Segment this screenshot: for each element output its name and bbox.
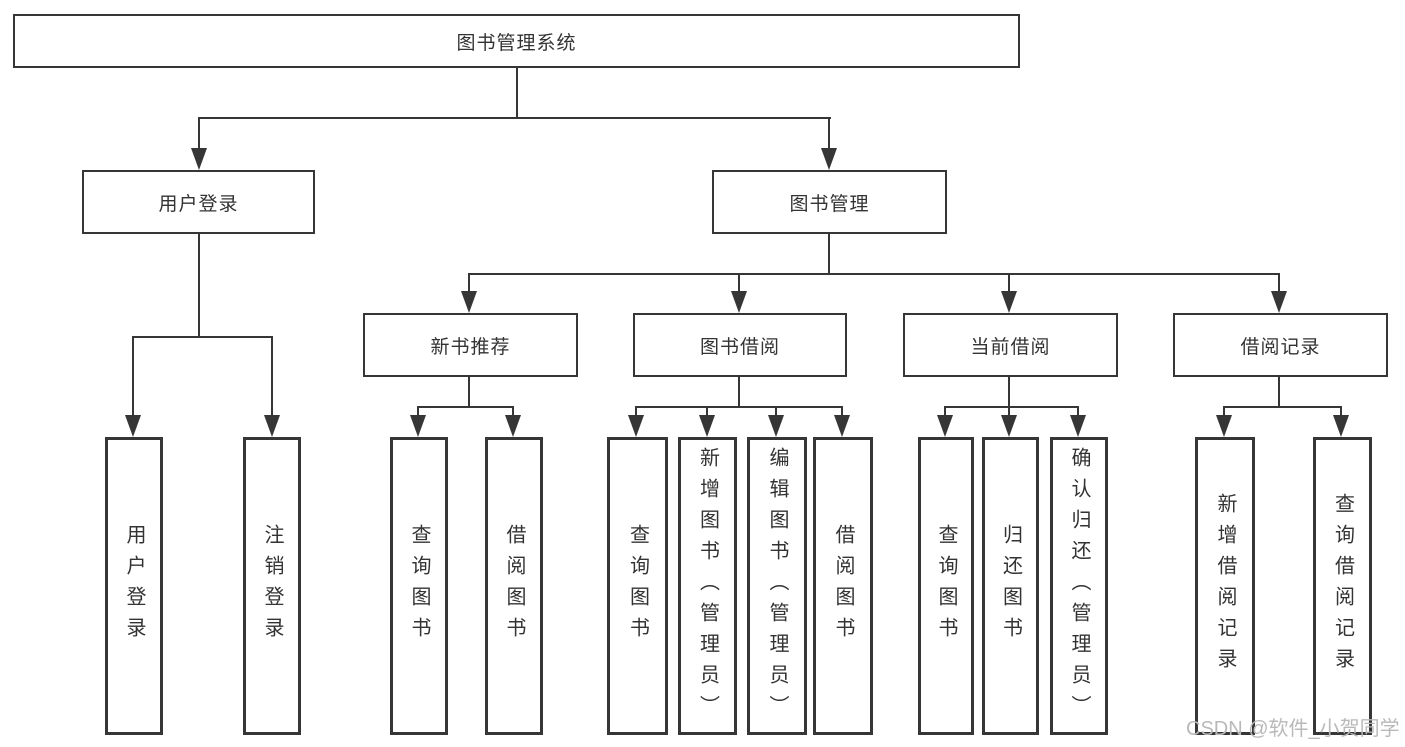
leaf-return-books: 归还图书 xyxy=(982,437,1039,735)
node-borrowing-records: 借阅记录 xyxy=(1173,313,1388,377)
node-user-login: 用户登录 xyxy=(82,170,315,234)
leaf-label: 查询图书 xyxy=(408,524,430,648)
node-label: 图书管理系统 xyxy=(456,32,577,54)
node-label: 用户登录 xyxy=(158,193,239,215)
connector-line xyxy=(132,336,273,338)
connector-line xyxy=(468,377,470,407)
arrowhead-down-icon xyxy=(699,415,715,437)
leaf-label: 确认归还（管理员） xyxy=(1068,446,1090,726)
connector-line xyxy=(635,406,637,417)
arrowhead-down-icon xyxy=(834,415,850,437)
leaf-borrow-books: 借阅图书 xyxy=(485,437,543,735)
connector-line xyxy=(512,406,514,417)
leaf-user-login: 用户登录 xyxy=(105,437,163,735)
connector-line xyxy=(841,406,843,417)
arrowhead-down-icon xyxy=(264,415,280,437)
leaf-logout: 注销登录 xyxy=(243,437,301,735)
connector-line xyxy=(738,273,740,293)
leaf-label: 用户登录 xyxy=(123,524,145,648)
arrowhead-down-icon xyxy=(1001,291,1017,313)
leaf-borrow-books-2: 借阅图书 xyxy=(813,437,873,735)
connector-line xyxy=(132,336,134,417)
node-label: 新书推荐 xyxy=(430,336,511,358)
connector-line xyxy=(1340,406,1342,417)
arrowhead-down-icon xyxy=(1216,415,1232,437)
connector-line xyxy=(1008,406,1010,417)
leaf-label: 借阅图书 xyxy=(832,524,854,648)
node-label: 图书借阅 xyxy=(699,336,780,358)
leaf-query-borrow-record: 查询借阅记录 xyxy=(1313,437,1372,735)
connector-line xyxy=(635,406,843,408)
arrowhead-down-icon xyxy=(1001,415,1017,437)
arrowhead-down-icon xyxy=(628,415,644,437)
connector-line xyxy=(417,406,419,417)
arrowhead-down-icon xyxy=(410,415,426,437)
leaf-edit-book-admin: 编辑图书（管理员） xyxy=(747,437,807,735)
node-current-borrowing: 当前借阅 xyxy=(903,313,1118,377)
node-label: 借阅记录 xyxy=(1240,336,1321,358)
connector-line xyxy=(417,406,514,408)
connector-line xyxy=(198,117,200,150)
connector-line xyxy=(944,406,1079,408)
arrowhead-down-icon xyxy=(821,148,837,170)
connector-line xyxy=(1008,273,1010,293)
arrowhead-down-icon xyxy=(1333,415,1349,437)
node-new-book-recommendation: 新书推荐 xyxy=(363,313,578,377)
connector-line xyxy=(706,406,708,417)
connector-line xyxy=(1223,406,1342,408)
node-book-borrowing: 图书借阅 xyxy=(633,313,847,377)
connector-line xyxy=(775,406,777,417)
connector-line xyxy=(1223,406,1225,417)
connector-line xyxy=(944,406,946,417)
leaf-query-books-3: 查询图书 xyxy=(918,437,974,735)
connector-line xyxy=(516,68,518,117)
leaf-label: 查询图书 xyxy=(935,524,957,648)
csdn-watermark: CSDN @软件_小贺同学 xyxy=(1186,718,1400,740)
arrowhead-down-icon xyxy=(461,291,477,313)
connector-line xyxy=(738,377,740,407)
node-label: 当前借阅 xyxy=(970,336,1051,358)
arrowhead-down-icon xyxy=(768,415,784,437)
leaf-confirm-return-admin: 确认归还（管理员） xyxy=(1050,437,1108,735)
connector-line xyxy=(199,117,831,119)
node-book-management: 图书管理 xyxy=(712,170,947,234)
leaf-label: 编辑图书（管理员） xyxy=(766,446,788,726)
arrowhead-down-icon xyxy=(505,415,521,437)
connector-line xyxy=(1077,406,1079,417)
arrowhead-down-icon xyxy=(731,291,747,313)
arrowhead-down-icon xyxy=(125,415,141,437)
connector-line xyxy=(1278,377,1280,407)
leaf-label: 归还图书 xyxy=(999,524,1022,648)
connector-line xyxy=(1008,377,1010,407)
connector-line xyxy=(468,273,470,293)
connector-line xyxy=(828,117,830,150)
leaf-label: 查询借阅记录 xyxy=(1331,493,1354,679)
leaf-add-book-admin: 新增图书（管理员） xyxy=(678,437,737,735)
arrowhead-down-icon xyxy=(191,148,207,170)
connector-line xyxy=(271,336,273,417)
connector-line xyxy=(198,234,200,337)
leaf-label: 借阅图书 xyxy=(503,524,525,648)
connector-line xyxy=(828,234,830,274)
leaf-query-books-2: 查询图书 xyxy=(607,437,668,735)
leaf-label: 查询图书 xyxy=(626,524,649,648)
arrowhead-down-icon xyxy=(937,415,953,437)
leaf-label: 新增借阅记录 xyxy=(1214,493,1236,679)
leaf-query-books: 查询图书 xyxy=(390,437,448,735)
connector-line xyxy=(1278,273,1280,293)
node-library-management-system: 图书管理系统 xyxy=(13,14,1020,68)
leaf-add-borrow-record: 新增借阅记录 xyxy=(1195,437,1255,735)
node-label: 图书管理 xyxy=(789,193,870,215)
leaf-label: 新增图书（管理员） xyxy=(696,446,719,726)
leaf-label: 注销登录 xyxy=(261,524,283,648)
connector-line xyxy=(468,273,1280,275)
arrowhead-down-icon xyxy=(1271,291,1287,313)
arrowhead-down-icon xyxy=(1070,415,1086,437)
